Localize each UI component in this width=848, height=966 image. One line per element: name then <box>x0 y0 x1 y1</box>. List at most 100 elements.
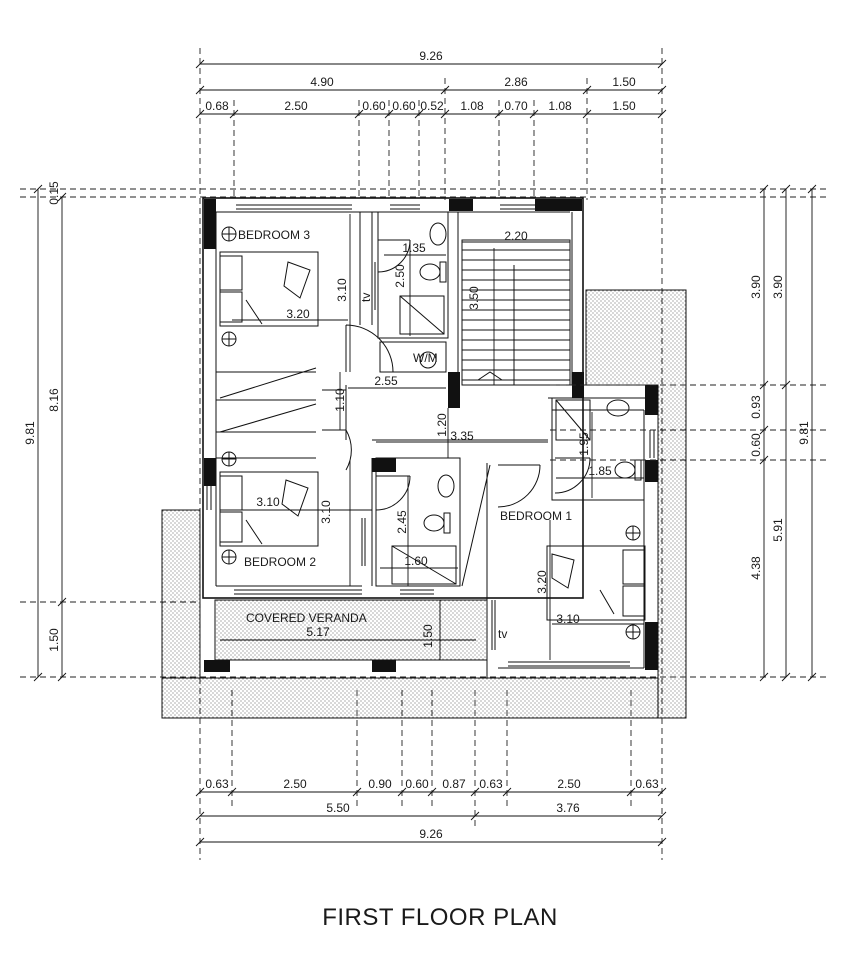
dim-top-row2: 2.86 <box>504 75 528 89</box>
dim-tick <box>414 109 424 119</box>
dim-bottom-row2: 5.50 <box>326 801 350 815</box>
dim-tick <box>781 672 791 682</box>
room-label-veranda: COVERED VERANDA <box>246 611 367 625</box>
dim-tick <box>470 787 480 797</box>
window <box>206 486 212 510</box>
dim-tick <box>807 184 817 194</box>
bedroom2-wall <box>216 585 362 599</box>
dim-top-row3: 0.70 <box>504 99 528 113</box>
wardrobe-diagonals <box>219 367 317 433</box>
dim-top-row3: 1.50 <box>612 99 636 113</box>
stair-arrow <box>477 371 503 381</box>
dim-bath-mid-w: 1.60 <box>404 554 428 568</box>
dim-tick <box>57 672 67 682</box>
pillar <box>645 460 658 482</box>
dim-bath-top-w: 1.35 <box>402 241 426 255</box>
dim-tick <box>440 109 450 119</box>
dim-top-row3: 0.52 <box>420 99 444 113</box>
dim-b3-height: 3.10 <box>335 278 349 302</box>
room-label-bedroom1: BEDROOM 1 <box>500 509 572 523</box>
dimension-labels-top: 9.26 4.90 2.86 1.50 0.68 2.50 0.60 0.60 … <box>205 49 636 113</box>
dim-tick <box>582 85 592 95</box>
house-outline <box>202 197 584 599</box>
shower <box>399 295 445 335</box>
dim-bath-top-h: 2.50 <box>393 264 407 288</box>
dim-bottom-row2: 3.76 <box>556 801 580 815</box>
dim-left-015: 0.15 <box>47 181 61 205</box>
dim-hall-h: 1.10 <box>333 388 347 412</box>
dim-landing-w: 3.35 <box>450 429 474 443</box>
shower <box>555 399 591 441</box>
door-bedroom2 <box>375 475 411 511</box>
dim-b3-width: 3.20 <box>286 307 310 321</box>
dim-stair-w: 2.20 <box>504 229 528 243</box>
dim-tick <box>657 109 667 119</box>
washbasin <box>429 222 447 246</box>
dim-tick <box>582 109 592 119</box>
dim-left-981: 9.81 <box>23 421 37 445</box>
dim-overall-bottom: 9.26 <box>419 827 443 841</box>
dim-bottom-row1: 0.60 <box>405 777 429 791</box>
dim-right-981: 9.81 <box>797 421 811 445</box>
dim-tick <box>57 192 67 202</box>
dim-veranda-w: 5.17 <box>306 625 330 639</box>
dim-tick <box>807 672 817 682</box>
room-label-bedroom2: BEDROOM 2 <box>244 555 316 569</box>
east-wing-inner <box>498 410 645 669</box>
bed-bedroom1 <box>546 525 646 640</box>
door-ensuite <box>554 457 591 494</box>
dim-right-438: 4.38 <box>749 556 763 580</box>
room-labels: BEDROOM 3 BEDROOM 2 BEDROOM 1 COVERED VE… <box>238 228 572 625</box>
staircase <box>461 239 571 386</box>
toilet-tank <box>443 512 451 534</box>
dim-tick <box>195 85 205 95</box>
toilet-tank <box>634 459 642 481</box>
dim-tick <box>494 109 504 119</box>
dim-top-row2: 1.50 <box>612 75 636 89</box>
window <box>234 589 362 595</box>
tv-units: tv tv <box>359 262 507 650</box>
dim-right-591: 5.91 <box>771 518 785 542</box>
dim-bottom-row1: 0.87 <box>442 777 466 791</box>
dim-tick <box>427 787 437 797</box>
window <box>500 204 535 210</box>
dim-hall-w: 2.55 <box>374 374 398 388</box>
door-bedroom1 <box>497 464 541 508</box>
dim-right-060: 0.60 <box>749 433 763 457</box>
pillar <box>204 660 230 672</box>
walls <box>202 197 659 679</box>
pillar <box>372 458 396 472</box>
dim-tick <box>781 380 791 390</box>
dim-tick <box>397 787 407 797</box>
pillar <box>535 199 582 211</box>
dim-tick <box>195 787 205 797</box>
tv-label: tv <box>498 627 507 641</box>
dim-tick <box>781 184 791 194</box>
dim-tick <box>440 85 450 95</box>
dim-right-093: 0.93 <box>749 395 763 419</box>
tv-label: tv <box>359 293 373 302</box>
pillars <box>204 199 658 672</box>
veranda-floor <box>214 599 488 661</box>
dim-tick <box>759 184 769 194</box>
dim-top-row3: 1.08 <box>460 99 484 113</box>
dim-tick <box>657 811 667 821</box>
dim-stair-h: 3.50 <box>467 286 481 310</box>
dim-left-816: 8.16 <box>47 388 61 412</box>
window <box>400 589 434 595</box>
dim-tick <box>354 109 364 119</box>
windows <box>206 204 655 667</box>
toilet-tank <box>439 261 447 283</box>
dim-b2-width: 3.10 <box>256 495 280 509</box>
dim-b1-width: 3.10 <box>556 612 580 626</box>
dim-b1-height: 3.20 <box>535 570 549 594</box>
dim-tick <box>57 597 67 607</box>
dim-top-row3: 0.60 <box>392 99 416 113</box>
interior-dimension-labels: 3.10 3.20 1.35 2.50 2.20 3.50 2.55 1.10 … <box>256 229 612 648</box>
washing-machine <box>419 351 437 369</box>
dim-ensuite-w: 1.85 <box>588 464 612 478</box>
wm-closet <box>379 341 447 373</box>
dim-tick <box>195 837 205 847</box>
window <box>508 661 630 667</box>
stair-treads <box>462 249 570 381</box>
